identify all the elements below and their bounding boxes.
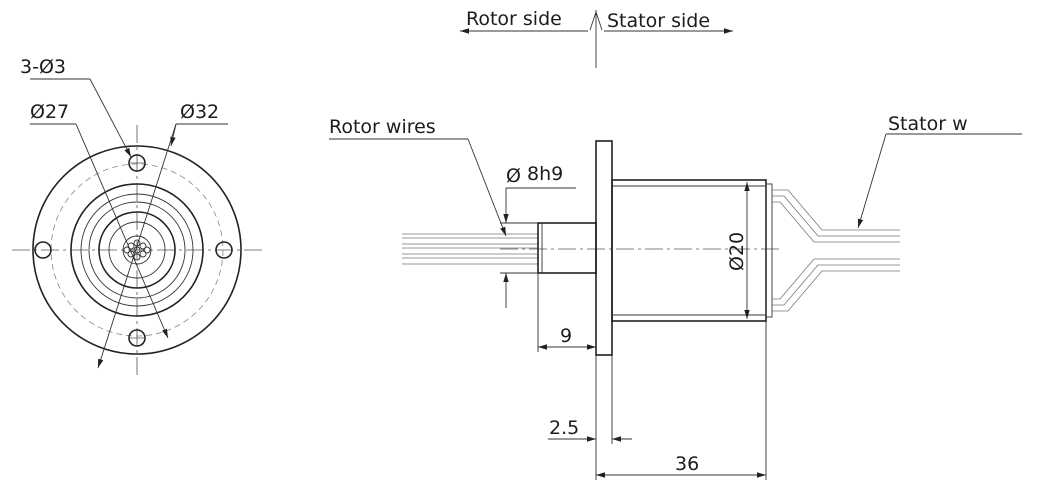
flange	[595, 140, 613, 356]
body-diameter-dimension: Ø20	[726, 232, 748, 271]
stator-wires	[772, 189, 900, 312]
shaft-diameter-dimension: 8h9	[527, 163, 563, 185]
overall-length-dimension: 36	[675, 453, 699, 475]
pcd-circle	[50, 163, 224, 337]
shaft-length-dimension: 9	[560, 325, 572, 347]
rotor-side-label: Rotor side	[466, 8, 562, 30]
side-indicator: Rotor side Stator side	[460, 8, 733, 68]
body-ring	[70, 183, 204, 317]
rotor-wires-label: Rotor wires	[329, 116, 436, 138]
flange-outline	[32, 145, 242, 355]
holes-dimension: 3-Ø3	[20, 56, 66, 78]
front-view: 3-Ø3 Ø27 Ø32	[12, 56, 262, 378]
stator-wires-label: Stator w	[888, 113, 968, 135]
pcd-dimension: Ø27	[30, 101, 69, 123]
mounting-hole	[215, 241, 233, 259]
flange-diameter-dimension: Ø32	[180, 101, 219, 123]
shaft-diameter-symbol: Ø	[506, 165, 521, 187]
side-view: Rotor wires Stator w Ø 8h9 Ø20 9 2.5 36	[329, 113, 1022, 480]
mounting-hole	[34, 241, 52, 259]
flange-thickness-dimension: 2.5	[549, 417, 579, 439]
rotor-wires	[402, 233, 538, 265]
stator-side-label: Stator side	[607, 10, 710, 32]
rotor-shaft	[537, 222, 597, 274]
